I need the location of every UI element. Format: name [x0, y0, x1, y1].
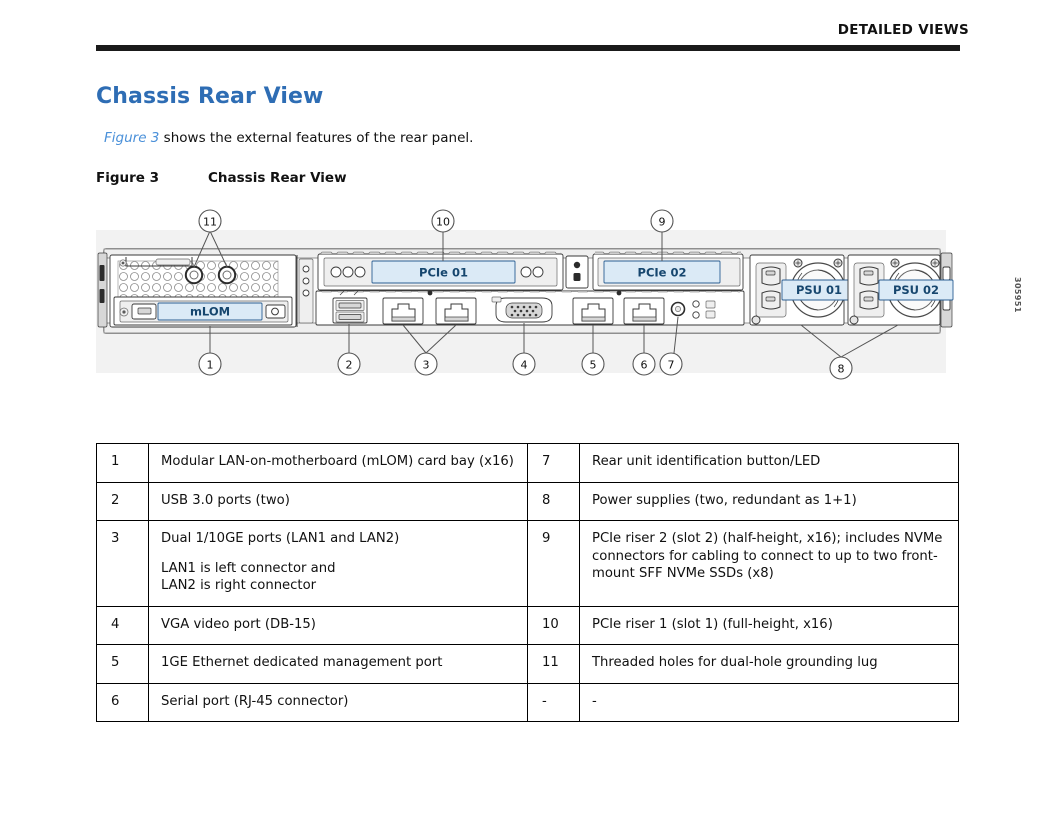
running-header: DETAILED VIEWS	[0, 0, 1059, 56]
figure-callout-1: 1	[198, 352, 222, 376]
callout-number-cell: 3	[96, 520, 149, 607]
figure-callout-2: 2	[337, 352, 361, 376]
callout-description-cell: PCIe riser 2 (slot 2) (half-height, x16)…	[579, 520, 959, 607]
running-header-title: DETAILED VIEWS	[837, 22, 969, 38]
svg-text:2: 2	[346, 359, 353, 372]
svg-text:10: 10	[436, 216, 450, 229]
table-cell-paragraph: Modular LAN-on-motherboard (mLOM) card b…	[161, 454, 514, 469]
table-row: 1 Modular LAN-on-motherboard (mLOM) card …	[96, 443, 959, 483]
figure-callout-6: 6	[632, 352, 656, 376]
callout-description-cell: Power supplies (two, redundant as 1+1)	[579, 481, 959, 522]
callout-number-cell: 9	[527, 520, 580, 607]
callout-number-cell: 7	[527, 443, 580, 483]
callout-number-cell: 5	[96, 644, 149, 684]
table-cell-paragraph: VGA video port (DB-15)	[161, 616, 316, 632]
callout-description-cell: 1GE Ethernet dedicated management port	[148, 644, 528, 684]
figure-label-psu02: PSU 02	[893, 283, 939, 297]
callout-legend-table: 1 Modular LAN-on-motherboard (mLOM) card …	[96, 443, 959, 723]
figure-callout-4: 4	[512, 352, 536, 376]
table-cell-paragraph: USB 3.0 ports (two)	[161, 492, 290, 508]
callout-description-cell: Rear unit identification button/LED	[579, 443, 959, 483]
table-row: 4 VGA video port (DB-15) 10 PCIe riser 1 (s…	[96, 605, 959, 646]
callout-number-cell: 11	[527, 644, 580, 684]
table-cell-paragraph: Serial port (RJ-45 connector)	[161, 693, 349, 709]
svg-text:4: 4	[521, 359, 528, 372]
figure-callout-5: 5	[581, 352, 605, 376]
callout-number-cell: 6	[96, 682, 149, 723]
callout-number-cell: -	[527, 682, 580, 723]
svg-text:1: 1	[207, 359, 214, 372]
intro-paragraph: Figure 3 shows the external features of …	[104, 130, 473, 146]
psu-02-group: PSU 02	[847, 254, 954, 326]
figure-label-psu01: PSU 01	[796, 283, 842, 297]
figure-caption-number: Figure 3	[96, 170, 160, 186]
chassis-rear-view-illustration: .ln { fill:none; stroke:#3a3a3a; stroke-…	[97, 209, 954, 380]
figure-callout-9: 9	[650, 209, 674, 233]
table-cell-paragraph: Threaded holes for dual-hole grounding l…	[592, 655, 878, 671]
callout-number-cell: 1	[96, 443, 149, 483]
table-cell-paragraph: -	[592, 693, 597, 709]
svg-text:7: 7	[668, 359, 675, 372]
figure-caption-title: Chassis Rear View	[208, 170, 347, 186]
figure-callout-7: 7	[659, 352, 683, 376]
figure-cross-reference-link[interactable]: Figure 3	[104, 130, 160, 146]
figure-art-id: 305951	[1013, 277, 1022, 313]
svg-text:9: 9	[659, 216, 666, 229]
callout-number-cell: 2	[96, 481, 149, 522]
callout-description-cell: Serial port (RJ-45 connector)	[148, 682, 528, 723]
figure-chassis-rear-view: .ln { fill:none; stroke:#3a3a3a; stroke-…	[96, 205, 1022, 390]
table-cell-paragraph: Power supplies (two, redundant as 1+1)	[592, 492, 857, 508]
table-cell-paragraph: PCIe riser 1 (slot 1) (full-height, x16)	[592, 616, 833, 632]
figure-label-pcie01: PCIe 01	[419, 266, 468, 280]
svg-text:6: 6	[641, 359, 648, 372]
table-cell-paragraph: 1GE Ethernet dedicated management port	[161, 655, 443, 671]
callout-description-cell: Threaded holes for dual-hole grounding l…	[579, 644, 959, 684]
callout-description-cell: PCIe riser 1 (slot 1) (full-height, x16)	[579, 605, 959, 646]
callout-description-cell: USB 3.0 ports (two)	[148, 481, 528, 522]
table-cell-paragraph: PCIe riser 2 (slot 2) (half-height, x16)…	[592, 531, 943, 582]
callout-description-cell: Modular LAN-on-motherboard (mLOM) card b…	[148, 443, 528, 483]
figure-callout-3: 3	[414, 352, 438, 376]
callout-description-cell: -	[579, 682, 959, 723]
callout-description-cell: VGA video port (DB-15)	[148, 605, 528, 646]
table-row: 3 Dual 1/10GE ports (LAN1 and LAN2) LAN1 i…	[96, 520, 959, 607]
callout-number-cell: 4	[96, 605, 149, 646]
psu-01-group: PSU 01	[749, 254, 857, 326]
figure-label-pcie02: PCIe 02	[638, 266, 687, 280]
intro-paragraph-text: shows the external features of the rear …	[159, 130, 474, 146]
table-row: 2 USB 3.0 ports (two) 8 Power supplies (two…	[96, 481, 959, 522]
figure-callout-10: 10	[431, 209, 455, 233]
figure-label-mlom: mLOM	[190, 305, 230, 319]
callout-number-cell: 8	[527, 481, 580, 522]
header-rule	[96, 45, 960, 51]
svg-text:8: 8	[838, 363, 845, 376]
figure-caption: Figure 3 Chassis Rear View	[96, 170, 347, 186]
svg-text:3: 3	[423, 359, 430, 372]
svg-text:5: 5	[590, 359, 597, 372]
figure-callout-11: 11	[198, 209, 222, 233]
table-row: 5 1GE Ethernet dedicated management port 1…	[96, 644, 959, 684]
svg-text:11: 11	[203, 216, 217, 229]
table-cell-paragraph: Dual 1/10GE ports (LAN1 and LAN2)	[161, 531, 400, 547]
page-title: Chassis Rear View	[96, 84, 324, 109]
callout-description-cell: Dual 1/10GE ports (LAN1 and LAN2) LAN1 is…	[148, 520, 528, 607]
table-row: 6 Serial port (RJ-45 connector) --	[96, 682, 959, 723]
table-cell-paragraph: Rear unit identification button/LED	[592, 454, 821, 469]
callout-legend-body: 1 Modular LAN-on-motherboard (mLOM) card …	[96, 443, 959, 723]
callout-number-cell: 10	[527, 605, 580, 646]
figure-callout-8: 8	[829, 356, 853, 380]
